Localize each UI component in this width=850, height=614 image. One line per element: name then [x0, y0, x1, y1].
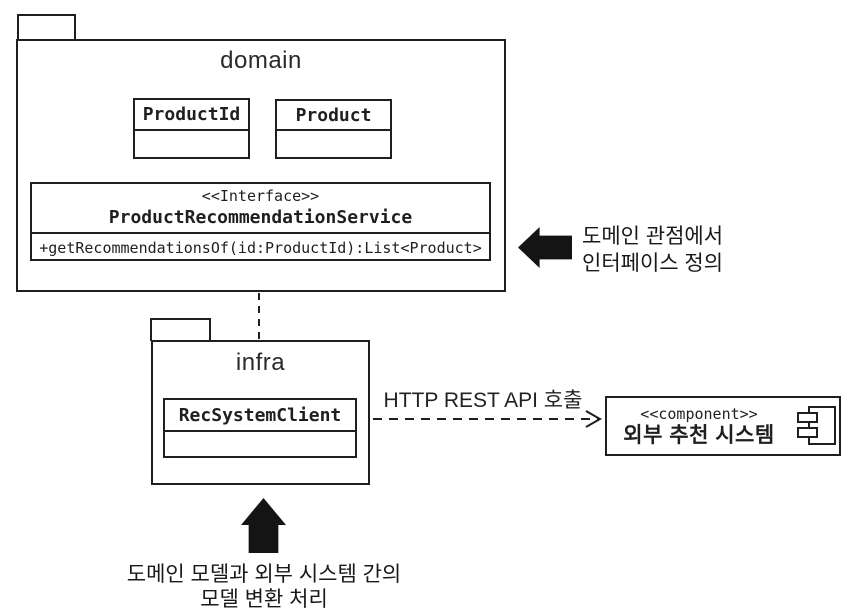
- interface-product-recommendation-service: <<Interface>> ProductRecommendationServi…: [30, 182, 491, 261]
- external-component-text: <<component>> 외부 추천 시스템: [607, 398, 791, 454]
- infra-package-label: infra: [235, 349, 286, 376]
- interface-name: ProductRecommendationService: [108, 207, 413, 228]
- class-productid-name: ProductId: [135, 100, 248, 131]
- component-name: 외부 추천 시스템: [623, 423, 775, 447]
- class-recsystemclient: RecSystemClient: [163, 398, 357, 458]
- rest-call-arrowhead-icon: [585, 410, 603, 428]
- model-conversion-note-text: 도메인 모델과 외부 시스템 간의 모델 변환 처리: [114, 562, 414, 612]
- infra-package-tab: [150, 318, 211, 341]
- model-conversion-note-line1: 도메인 모델과 외부 시스템 간의: [126, 563, 402, 586]
- component-icon-port-bottom: [797, 427, 818, 438]
- class-product: Product: [275, 99, 392, 159]
- rest-call-label: HTTP REST API 호출: [383, 389, 583, 412]
- interface-note-text: 도메인 관점에서 인터페이스 정의: [582, 223, 723, 277]
- interface-note-line2: 인터페이스 정의: [582, 252, 724, 275]
- model-conversion-note-line2: 모델 변환 처리: [200, 588, 328, 611]
- interface-operation: +getRecommendationsOf(id:ProductId):List…: [39, 238, 482, 257]
- class-productid: ProductId: [133, 98, 250, 159]
- rest-call-arrow: [357, 410, 603, 428]
- component-stereotype: <<component>>: [640, 404, 758, 423]
- interface-note-line1: 도메인 관점에서: [582, 225, 724, 248]
- external-component-box: <<component>> 외부 추천 시스템: [605, 396, 841, 456]
- class-recsystemclient-name: RecSystemClient: [165, 400, 355, 432]
- domain-package-tab: [17, 14, 76, 40]
- class-product-name: Product: [277, 101, 390, 131]
- domain-package-label: domain: [220, 47, 302, 74]
- interface-stereotype: <<Interface>>: [201, 187, 320, 205]
- interface-header: <<Interface>> ProductRecommendationServi…: [32, 184, 489, 234]
- component-icon-port-top: [797, 412, 818, 423]
